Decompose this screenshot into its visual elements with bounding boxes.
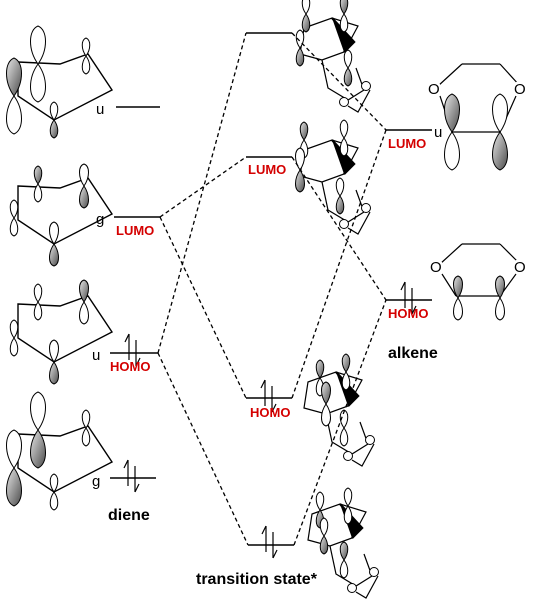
symmetry-label-u: u: [96, 101, 104, 118]
corr-diene-homo-ts-top: [157, 32, 247, 354]
diene-orbital-4: [6, 391, 114, 511]
corr-diene-homo-ts-bottom: [157, 352, 249, 546]
corr-diene-lumo-ts-homo: [159, 216, 247, 399]
symmetry-label-u: u: [92, 347, 100, 364]
diene-level-lumo: g LUMO: [96, 211, 160, 238]
ts-level-bottom: [248, 487, 380, 600]
ts-level-homo: HOMO: [246, 353, 376, 468]
svg-text:O: O: [514, 81, 526, 98]
alkene-lumo-label: LUMO: [388, 136, 426, 151]
corr-ts-top-alkene-lumo: [291, 32, 387, 131]
transition-state-label: transition state*: [196, 571, 318, 588]
corr-ts-homo-alkene-lumo: [291, 129, 387, 399]
svg-text:O: O: [428, 81, 440, 98]
symmetry-label-g: g: [92, 473, 100, 490]
alkene-level-homo: HOMO: [386, 281, 432, 321]
correlation-lines: [157, 32, 387, 546]
svg-text:O: O: [430, 259, 442, 276]
svg-text:O: O: [514, 259, 526, 276]
diene-homo-label: HOMO: [110, 359, 150, 374]
alkene-level-lumo: u LUMO: [386, 124, 442, 151]
ts-level-lumo: LUMO: [246, 119, 372, 236]
diene-orbital-3: [9, 279, 114, 385]
diene-level-u-top: u: [96, 101, 160, 118]
alkene-label: alkene: [388, 345, 438, 362]
diene-orbital-2: [9, 163, 114, 267]
ts-homo-label: HOMO: [250, 405, 290, 420]
ts-lumo-label: LUMO: [248, 162, 286, 177]
alkene-orbital-lumo: O O: [427, 59, 527, 171]
diene-lumo-label: LUMO: [116, 223, 154, 238]
diene-orbital-1: [6, 25, 114, 139]
diene-level-g-bottom: g: [92, 459, 156, 493]
ts-level-top: [246, 0, 372, 114]
corr-ts-lumo-alkene-homo: [291, 156, 387, 301]
symmetry-label-u: u: [434, 124, 442, 141]
diene-label: diene: [108, 507, 150, 524]
corr-ts-bottom-alkene-homo: [293, 299, 387, 546]
symmetry-label-g: g: [96, 211, 104, 228]
alkene-orbital-homo: O O: [429, 243, 527, 321]
diene-level-homo: u HOMO: [92, 333, 158, 374]
alkene-homo-label: HOMO: [388, 306, 428, 321]
